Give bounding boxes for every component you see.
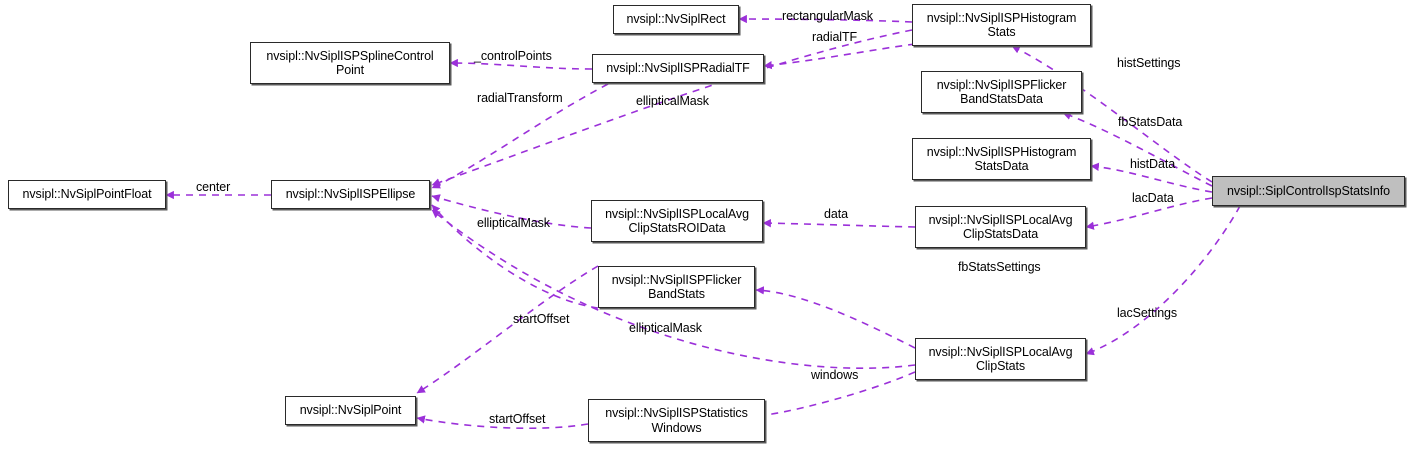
edge-label-e-controlpoints: _controlPoints xyxy=(474,49,552,63)
edge-label-e-lacsettings: lacSettings xyxy=(1117,306,1178,320)
class-node-lacstats[interactable]: nvsipl::NvSiplISPLocalAvg ClipStats xyxy=(915,338,1086,380)
edge-label-e-windows: windows xyxy=(811,368,859,382)
class-node-histstats[interactable]: nvsipl::NvSiplISPHistogram Stats xyxy=(912,4,1091,46)
edge-e-startoffset-2 xyxy=(416,415,589,430)
edge-label-e-startoffset-1: startOffset xyxy=(513,312,570,326)
edge-e-rectangularmask xyxy=(738,14,913,24)
edge-label-e-histdata: histData xyxy=(1130,157,1176,171)
edge-label-e-rectangularmask: rectangularMask xyxy=(782,9,873,23)
edge-label-e-ellipticalmask-1: ellipticalMask xyxy=(636,94,709,108)
edge-label-e-startoffset-2: startOffset xyxy=(489,412,546,426)
edge-e-fbstatssettings xyxy=(755,286,916,349)
edge-e-startoffset-1 xyxy=(416,265,599,394)
edge-e-windows xyxy=(431,209,916,369)
edge-label-e-histsettings: histSettings xyxy=(1117,56,1181,70)
class-node-fbstatsdata[interactable]: nvsipl::NvSiplISPFlicker BandStatsData xyxy=(921,71,1082,113)
class-node-root[interactable]: nvsipl::SiplControlIspStatsInfo xyxy=(1212,176,1405,206)
edge-e-lacdata xyxy=(1085,197,1213,230)
edge-e-lacsettings xyxy=(1085,205,1241,356)
edge-e-lacstats-point xyxy=(757,371,916,422)
edge-label-e-data: data xyxy=(824,207,848,221)
edge-label-e-radialtransform: radialTransform xyxy=(477,91,563,105)
edge-e-data xyxy=(762,219,916,228)
edge-label-e-radialtf: radialTF xyxy=(812,30,858,44)
edge-e-controlpoints xyxy=(449,58,593,70)
edge-label-e-ellipticalmask-3: ellipticalMask xyxy=(629,321,702,335)
class-node-lacroidata[interactable]: nvsipl::NvSiplISPLocalAvg ClipStatsROIDa… xyxy=(591,200,763,242)
edge-label-e-center: center xyxy=(196,180,231,194)
edge-label-e-lacdata: lacData xyxy=(1132,191,1174,205)
edge-e-histsettings xyxy=(1011,45,1213,183)
edge-label-e-ellipticalmask-2: ellipticalMask xyxy=(477,216,550,230)
edge-e-histdata xyxy=(1090,162,1213,193)
edge-e-ellipticalmask-1 xyxy=(431,29,913,187)
edge-e-radialtf xyxy=(763,43,916,70)
edge-e-fbstatsdata xyxy=(1062,111,1213,187)
class-node-histstatsdata[interactable]: nvsipl::NvSiplISPHistogram StatsData xyxy=(912,138,1091,180)
class-node-radialtf[interactable]: nvsipl::NvSiplISPRadialTF xyxy=(592,54,764,83)
class-node-pointfloat[interactable]: nvsipl::NvSiplPointFloat xyxy=(8,180,166,209)
edge-label-e-fbstatssettings: fbStatsSettings xyxy=(958,260,1041,274)
class-node-lacstatsdata[interactable]: nvsipl::NvSiplISPLocalAvg ClipStatsData xyxy=(915,206,1086,248)
class-node-rect[interactable]: nvsipl::NvSiplRect xyxy=(613,5,739,34)
class-node-ellipse[interactable]: nvsipl::NvSiplISPEllipse xyxy=(271,180,430,209)
class-node-statswindows[interactable]: nvsipl::NvSiplISPStatistics Windows xyxy=(588,399,765,442)
class-node-splinecontrol[interactable]: nvsipl::NvSiplISPSplineControl Point xyxy=(250,42,450,84)
class-node-point[interactable]: nvsipl::NvSiplPoint xyxy=(285,396,416,425)
class-node-flickerbandstats[interactable]: nvsipl::NvSiplISPFlicker BandStats xyxy=(598,266,755,308)
edge-e-ellipticalmask-2 xyxy=(431,194,592,229)
edge-label-e-fbstatsdata: fbStatsData xyxy=(1118,115,1183,129)
